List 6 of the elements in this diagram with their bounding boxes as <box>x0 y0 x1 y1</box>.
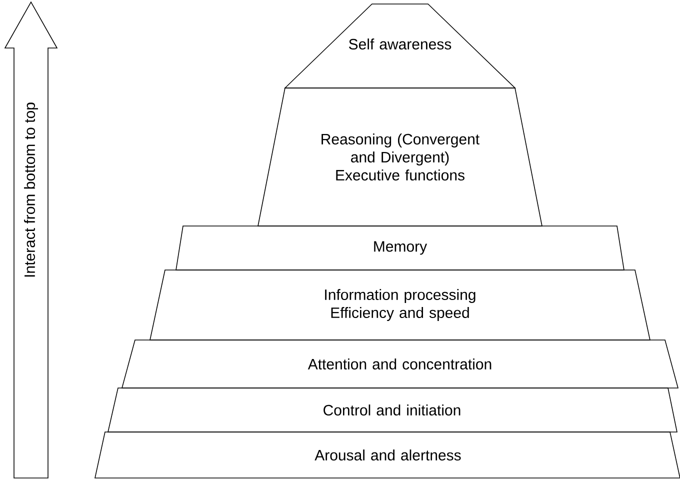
pyramid-layer: Control and initiation <box>108 388 678 432</box>
arrow-label: Interact from bottom to top <box>24 102 38 277</box>
pyramid-layer: Reasoning (Convergent and Divergent) Executive functions <box>258 88 542 226</box>
pyramid-layer: Arousal and alertness <box>94 432 680 478</box>
pyramid-layer: Memory <box>176 226 624 270</box>
pyramid-layer: Information processing Efficiency and speed <box>150 270 650 340</box>
